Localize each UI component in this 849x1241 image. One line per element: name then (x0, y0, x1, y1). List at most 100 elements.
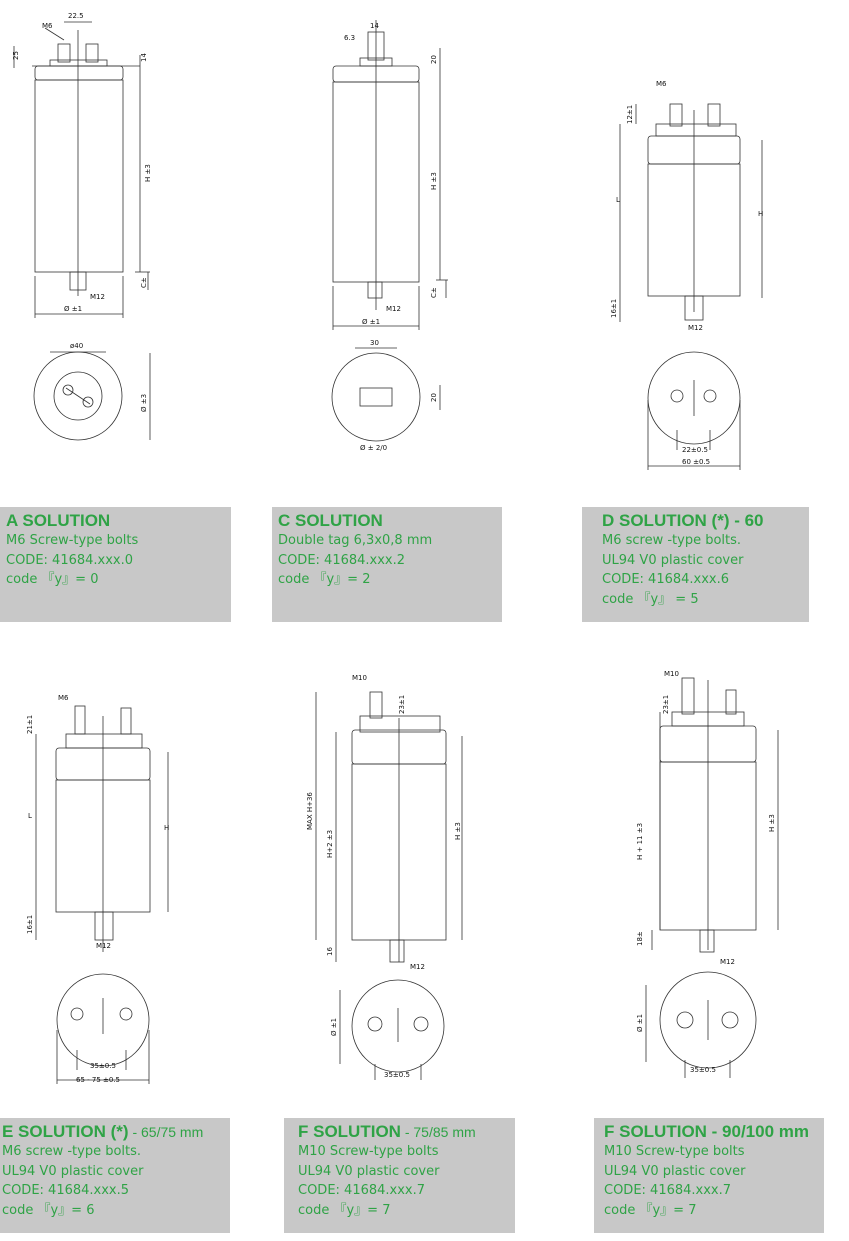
dim-e-65: 65 - 75 ±0.5 (76, 1076, 120, 1084)
drawing-e-side (35, 705, 169, 952)
dim-d-22: 22±0.5 (682, 446, 708, 454)
dim-g-h11: H + 11 ±3 (636, 823, 644, 860)
dim-f-diameter: Ø ±1 (330, 1018, 338, 1036)
solution-line: M6 screw -type bolts. (602, 533, 742, 548)
dim-e-16: 16±1 (26, 915, 34, 934)
dim-d-m6: M6 (656, 80, 667, 88)
dim-c-diameter: Ø ±1 (362, 318, 380, 326)
dim-c-h: H ±3 (430, 172, 438, 190)
solution-box-c: C SOLUTION Double tag 6,3x0,8 mm CODE: 4… (272, 507, 502, 622)
dim-c-63: 6.3 (344, 34, 355, 42)
solution-line: CODE: 41684.xxx.7 (298, 1183, 426, 1198)
dim-e-m12: M12 (96, 942, 111, 950)
dim-a-c: C± (140, 277, 148, 288)
solution-line: M10 Screw-type bolts (298, 1144, 439, 1159)
dim-f-16: 16 (326, 947, 334, 956)
dim-d-h: H (758, 210, 763, 218)
solution-line: M6 screw -type bolts. (2, 1144, 142, 1159)
dim-e-h: H (164, 824, 169, 832)
dim-a-d3: Ø ±3 (140, 394, 148, 412)
solution-title: F SOLUTION - 90/100 mm (604, 1122, 809, 1141)
drawing-c-side (332, 20, 448, 330)
drawing-d-side (619, 103, 763, 322)
solution-line: UL94 V0 plastic cover (298, 1163, 440, 1179)
dim-f-m12: M12 (410, 963, 425, 971)
drawing-c-top (331, 347, 441, 442)
dim-c-14: 14 (370, 22, 379, 30)
solution-title: E SOLUTION (*) - 65/75 mm (2, 1122, 204, 1141)
dim-e-l: L (28, 812, 32, 820)
dim-c-20b: 20 (430, 393, 438, 402)
dim-d-12: 12±1 (626, 105, 634, 124)
dim-g-m10: M10 (664, 670, 679, 678)
solution-line: Double tag 6,3x0,8 mm (278, 533, 433, 548)
dim-c-30: 30 (370, 339, 379, 347)
dim-g-diameter: Ø ±1 (636, 1014, 644, 1032)
dim-f-h2: H+2 ±3 (326, 830, 334, 858)
dim-e-21: 21±1 (26, 715, 34, 734)
dim-d-m12: M12 (688, 324, 703, 332)
dim-g-18: 18± (636, 931, 644, 946)
dim-a-m12: M12 (90, 293, 105, 301)
solution-line: CODE: 41684.xxx.7 (604, 1183, 732, 1198)
drawing-d-top (647, 351, 741, 470)
solution-box-a: A SOLUTION M6 Screw-type bolts CODE: 416… (0, 507, 231, 622)
drawing-f-top (339, 979, 445, 1080)
dim-c-m12: M12 (386, 305, 401, 313)
drawing-a-top (33, 351, 151, 441)
dim-d-l: L (616, 196, 620, 204)
solution-line: CODE: 41684.xxx.2 (278, 552, 406, 568)
drawing-a-side (13, 21, 150, 318)
dim-a-25: 25 (12, 51, 20, 60)
solution-box-d: D SOLUTION (*) - 60 M6 screw -type bolts… (582, 507, 809, 622)
dim-e-35: 35±0.5 (90, 1062, 116, 1070)
solution-line: CODE: 41684.xxx.0 (6, 552, 134, 568)
drawing-f-side (315, 691, 463, 963)
dim-c-diameter2: Ø ± 2/0 (360, 444, 387, 452)
solution-title: A SOLUTION (6, 511, 111, 530)
solution-box-f-large: F SOLUTION - 90/100 mm M10 Screw-type bo… (594, 1118, 824, 1233)
dim-a-14: 14 (140, 53, 148, 62)
dim-a-width: 22.5 (68, 12, 84, 20)
solution-line: M6 Screw-type bolts (6, 533, 139, 548)
dim-g-h: H ±3 (768, 814, 776, 832)
solution-line: code 『y』= 2 (278, 572, 371, 587)
dim-f-h: H ±3 (454, 822, 462, 840)
solution-line: CODE: 41684.xxx.5 (2, 1183, 130, 1198)
dim-c-c: C± (430, 287, 438, 298)
dim-f-m10: M10 (352, 674, 367, 682)
dim-a-d40: ø40 (70, 342, 83, 350)
solution-title: C SOLUTION (278, 511, 383, 530)
dim-c-20: 20 (430, 55, 438, 64)
dim-d-60: 60 ±0.5 (682, 458, 710, 466)
dim-f-35: 35±0.5 (384, 1071, 410, 1079)
dim-g-23: 23±1 (662, 695, 670, 714)
solution-title: D SOLUTION (*) - 60 (602, 511, 764, 530)
dim-d-16: 16±1 (610, 299, 618, 318)
dim-g-35: 35±0.5 (690, 1066, 716, 1074)
solution-line: code 『y』= 6 (2, 1202, 95, 1218)
solution-line: M10 Screw-type bolts (604, 1144, 745, 1159)
dim-g-m12: M12 (720, 958, 735, 966)
solution-line: code 『y』= 7 (298, 1202, 391, 1218)
dim-f-max: MAX H+36 (306, 792, 314, 830)
dim-e-m6: M6 (58, 694, 69, 702)
solution-line: code 『y』= 7 (604, 1202, 697, 1218)
solution-line: code 『y』= 0 (6, 572, 99, 587)
solution-line: CODE: 41684.xxx.6 (602, 572, 730, 587)
solution-line: UL94 V0 plastic cover (604, 1163, 746, 1179)
dim-a-diameter: Ø ±1 (64, 305, 82, 313)
drawing-g-top (645, 971, 757, 1078)
dim-f-23: 23±1 (398, 695, 406, 714)
solution-title: F SOLUTION - 75/85 mm (298, 1122, 476, 1141)
solution-box-f: F SOLUTION - 75/85 mm M10 Screw-type bol… (284, 1118, 515, 1233)
dim-a-h: H ±3 (144, 164, 152, 182)
solution-line: code 『y』 = 5 (602, 591, 699, 607)
dim-a-m6: M6 (42, 22, 53, 30)
solution-line: UL94 V0 plastic cover (602, 552, 744, 568)
solution-line: UL94 V0 plastic cover (2, 1163, 144, 1179)
drawing-g-side (651, 677, 779, 953)
solution-box-e: E SOLUTION (*) - 65/75 mm M6 screw -type… (0, 1118, 230, 1233)
drawing-e-top (56, 973, 150, 1084)
